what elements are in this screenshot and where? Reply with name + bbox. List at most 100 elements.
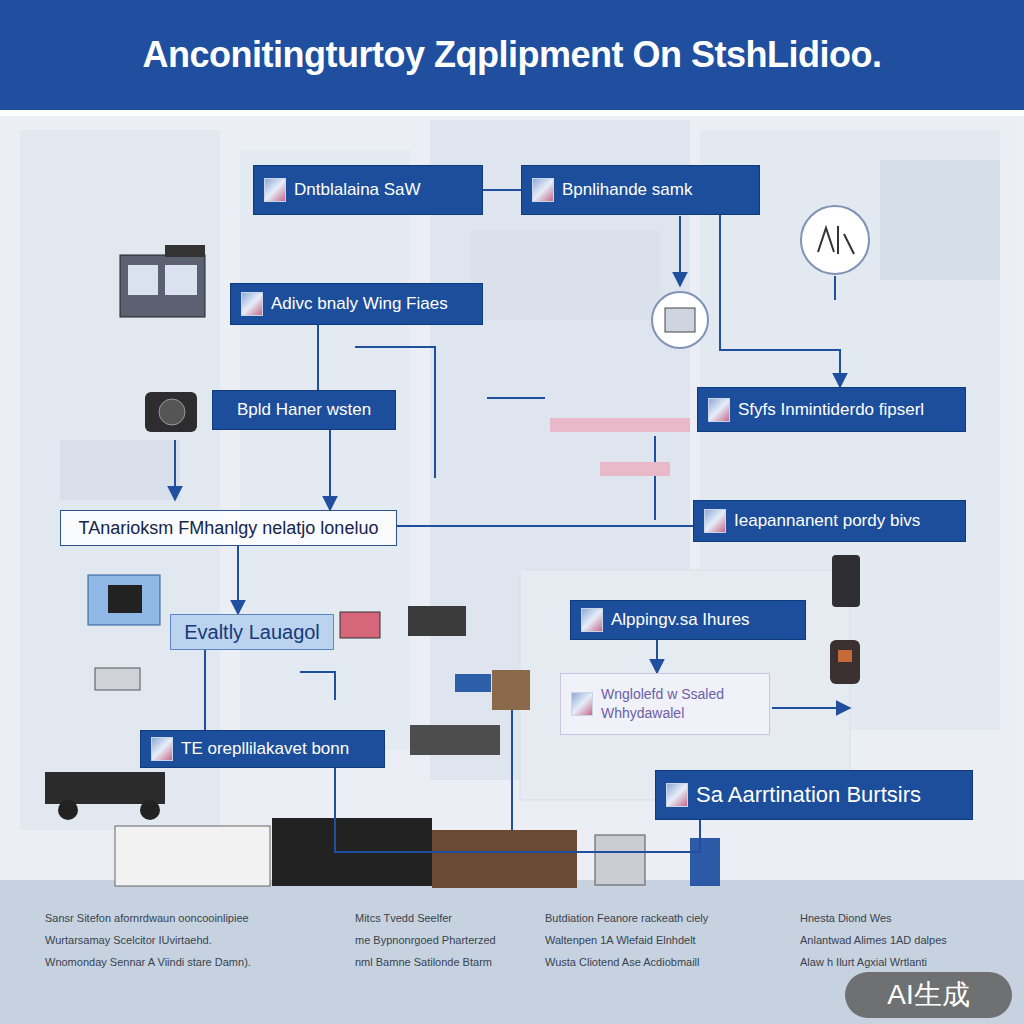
- leader-arrow: [772, 707, 850, 709]
- building: [240, 150, 410, 750]
- camera-icon: [145, 392, 197, 432]
- machine: [115, 826, 270, 886]
- side-devices: [340, 555, 860, 755]
- footer-note: me Bypnonrgoed Pharterzed: [355, 934, 496, 946]
- pink-bar: [550, 418, 690, 432]
- title-rule: [0, 110, 1024, 116]
- camera-body: [145, 392, 197, 432]
- window-block: [470, 230, 660, 320]
- leader-line: [834, 276, 836, 300]
- device-icon: [410, 725, 500, 755]
- process-box: TE orepllilakavet bonn: [140, 730, 385, 768]
- connector: [237, 546, 239, 614]
- monitor-icon: [120, 255, 205, 317]
- title-band: Anconitingturtoy Zqplipment On StshLidio…: [0, 0, 1024, 110]
- device-top: [165, 245, 205, 257]
- circle-icon: [652, 206, 869, 348]
- box-label: Dntblalaina SaW: [294, 180, 421, 200]
- printer-icon: [95, 668, 140, 690]
- window-block: [520, 570, 850, 800]
- title: Anconitingturtoy Zqplipment On StshLidio…: [143, 34, 882, 76]
- box-label: Sa Aarrtination Burtsirs: [696, 782, 921, 808]
- connector: [204, 650, 206, 730]
- device-icon: [492, 670, 530, 710]
- node-icon: [264, 178, 286, 202]
- device-icon: [830, 640, 860, 684]
- wheel: [140, 800, 160, 820]
- box-label: Bpnlihande samk: [562, 180, 692, 200]
- building: [20, 130, 220, 830]
- circle-glyph: [818, 226, 854, 254]
- machine: [595, 835, 645, 885]
- process-box: Ieapannanent pordy bivs: [693, 500, 966, 542]
- box-label: Alppingv.sa Ihures: [611, 610, 750, 630]
- window-block: [60, 440, 180, 500]
- circle-icon: [801, 206, 869, 274]
- footer-band: [0, 880, 1024, 1024]
- leader-line: [300, 672, 335, 700]
- node-icon: [571, 692, 593, 716]
- node-icon: [704, 509, 726, 533]
- process-box: Wnglolefd w Ssaled Whhydawalel: [560, 673, 770, 735]
- machine: [432, 830, 577, 888]
- process-box: Alppingv.sa Ihures: [570, 600, 806, 640]
- circle-icon: [652, 292, 708, 348]
- pink-bar: [600, 462, 670, 476]
- process-box: TAnarioksm FMhanlgy nelatjo loneluo: [60, 510, 397, 546]
- process-box: Evaltly Lauagol: [170, 614, 334, 650]
- footer-note: Wnomonday Sennar A Viindi stare Damn).: [45, 956, 251, 968]
- monitor-icon: [120, 245, 205, 317]
- device-icon: [832, 555, 860, 607]
- truck-icon: [45, 772, 165, 820]
- leader-arrow: [174, 440, 176, 500]
- footer-note: Butdiation Feanore rackeath ciely: [545, 912, 708, 924]
- camera-lens: [159, 399, 185, 425]
- truck-body: [45, 772, 165, 804]
- node-icon: [241, 292, 263, 316]
- footer-note: Hnesta Diond Wes: [800, 912, 892, 924]
- footer-note: Waltenpen 1A Wlefaid Elnhdelt: [545, 934, 696, 946]
- node-icon: [581, 608, 603, 632]
- footer-note: Sansr Sitefon afornrdwaun ooncooinlipiee: [45, 912, 249, 924]
- leader-line: [487, 397, 545, 399]
- background-buildings: [0, 110, 1024, 880]
- connector: [397, 525, 693, 527]
- connector: [483, 189, 521, 191]
- connector: [317, 325, 319, 390]
- leader-line: [511, 690, 513, 852]
- footer-note: Wusta Cliotend Ase Acdiobmaill: [545, 956, 700, 968]
- node-icon: [666, 783, 688, 807]
- device-icon: [408, 606, 466, 636]
- computer-icon: [88, 575, 160, 625]
- node-icon: [708, 398, 730, 422]
- screen: [128, 265, 158, 295]
- box-label: TAnarioksm FMhanlgy nelatjo loneluo: [79, 518, 379, 539]
- computer-icon: [88, 575, 160, 690]
- box-label: Sfyfs Inmintiderdo fipserl: [738, 400, 924, 420]
- connector: [720, 215, 840, 387]
- box-label: Wnglolefd w Ssaled Whhydawalel: [601, 685, 759, 723]
- process-box: Sfyfs Inmintiderdo fipserl: [697, 387, 966, 432]
- footer-note: Mitcs Tvedd Seelfer: [355, 912, 452, 924]
- device-glyph: [665, 308, 695, 332]
- connector: [329, 430, 331, 510]
- connector: [656, 640, 658, 673]
- device-icon: [455, 674, 491, 692]
- footer-note: nml Bamne Satilonde Btarm: [355, 956, 492, 968]
- node-icon: [532, 178, 554, 202]
- ground: [0, 110, 1024, 880]
- device-light: [838, 650, 852, 662]
- leader-arrow: [679, 216, 681, 286]
- node-icon: [151, 737, 173, 761]
- footer-note: Anlantwad Alimes 1AD dalpes: [800, 934, 947, 946]
- footer-note: Wurtarsamay Scelcitor IUvirtaehd.: [45, 934, 212, 946]
- box-label: Bpld Haner wsten: [237, 400, 371, 420]
- box-label: TE orepllilakavet bonn: [181, 739, 349, 759]
- machine: [690, 838, 720, 886]
- wheel: [58, 800, 78, 820]
- box-label: Evaltly Lauagol: [184, 621, 320, 644]
- window-block: [880, 160, 1000, 280]
- screen: [165, 265, 197, 295]
- device-icon: [340, 612, 380, 638]
